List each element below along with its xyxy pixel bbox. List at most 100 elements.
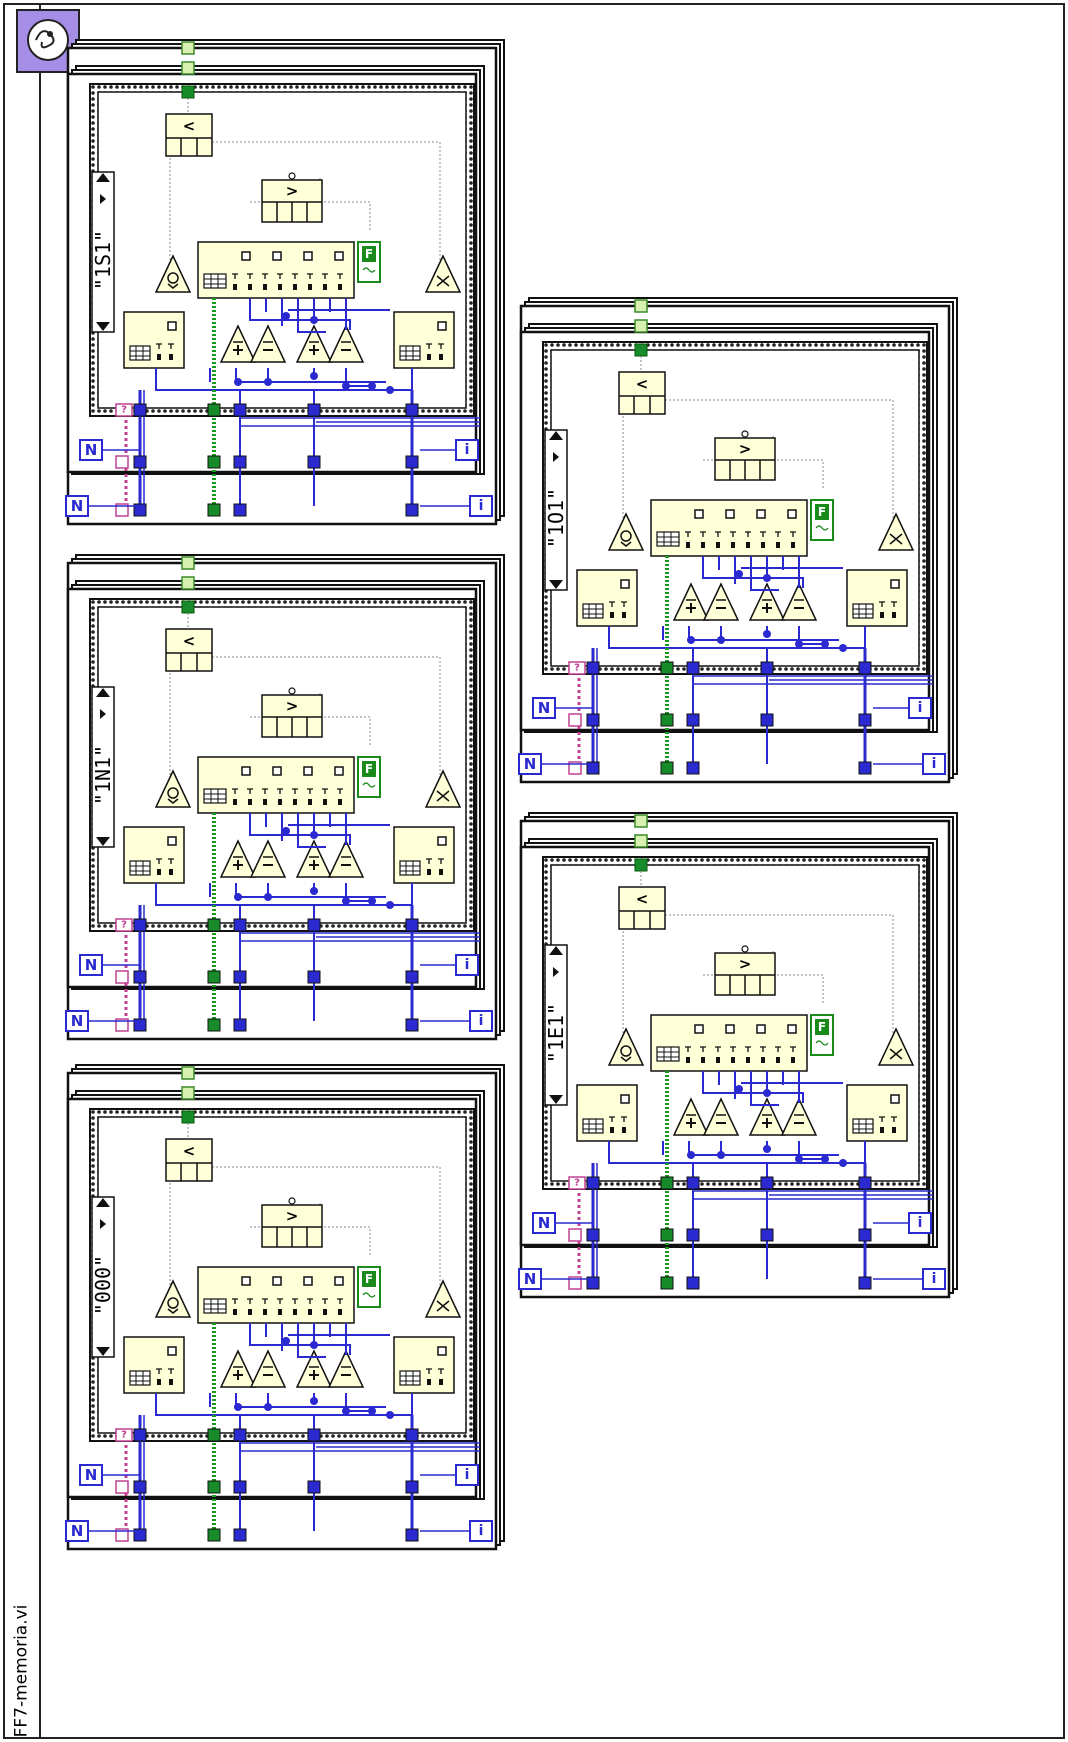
loop-count-inner[interactable]: N bbox=[79, 1464, 103, 1486]
math-node-3[interactable] bbox=[748, 1097, 786, 1136]
triangle-node-left[interactable] bbox=[154, 769, 192, 808]
math-node-3[interactable] bbox=[295, 839, 333, 878]
selector-up-arrow[interactable] bbox=[549, 946, 563, 955]
case-selector-label[interactable]: "000" bbox=[86, 1225, 120, 1345]
math-node-1[interactable] bbox=[219, 324, 257, 363]
less-than-node[interactable]: < bbox=[165, 1138, 213, 1182]
loop-index-inner[interactable]: i bbox=[908, 1212, 932, 1234]
false-constant[interactable]: F bbox=[810, 499, 834, 541]
math-node-1[interactable] bbox=[219, 839, 257, 878]
selector-up-arrow[interactable] bbox=[96, 688, 110, 697]
false-constant[interactable]: F bbox=[810, 1014, 834, 1056]
math-node-2[interactable] bbox=[249, 839, 287, 878]
loop-index-outer[interactable]: i bbox=[469, 1520, 493, 1542]
selector-up-arrow[interactable] bbox=[96, 1198, 110, 1207]
triangle-node-right[interactable] bbox=[877, 512, 915, 551]
triangle-node-right[interactable] bbox=[424, 769, 462, 808]
selector-down-arrow[interactable] bbox=[96, 322, 110, 331]
loop-count-inner[interactable]: N bbox=[79, 439, 103, 461]
math-node-2[interactable] bbox=[249, 1349, 287, 1388]
case-selector[interactable] bbox=[544, 429, 568, 591]
array-build-node[interactable] bbox=[650, 499, 808, 557]
triangle-node-left[interactable] bbox=[154, 254, 192, 293]
greater-than-node[interactable]: > bbox=[261, 1197, 323, 1248]
loop-index-inner[interactable]: i bbox=[455, 439, 479, 461]
triangle-node-left[interactable] bbox=[607, 512, 645, 551]
array-build-node[interactable] bbox=[197, 241, 355, 299]
loop-count-inner[interactable]: N bbox=[79, 954, 103, 976]
loop-index-outer[interactable]: i bbox=[469, 495, 493, 517]
selector-up-arrow[interactable] bbox=[96, 173, 110, 182]
loop-count-outer[interactable]: N bbox=[65, 495, 89, 517]
math-node-2[interactable] bbox=[249, 324, 287, 363]
loop-index-inner[interactable]: i bbox=[455, 1464, 479, 1486]
triangle-node-right[interactable] bbox=[424, 1279, 462, 1318]
triangle-node-left[interactable] bbox=[154, 1279, 192, 1318]
math-node-1[interactable] bbox=[672, 582, 710, 621]
less-than-node[interactable]: < bbox=[165, 628, 213, 672]
loop-index-outer[interactable]: i bbox=[922, 1268, 946, 1290]
less-than-node[interactable]: < bbox=[165, 113, 213, 157]
math-node-1[interactable] bbox=[219, 1349, 257, 1388]
math-node-2[interactable] bbox=[702, 582, 740, 621]
array-build-node[interactable] bbox=[197, 1266, 355, 1324]
greater-than-node[interactable]: > bbox=[261, 172, 323, 223]
loop-index-outer[interactable]: i bbox=[469, 1010, 493, 1032]
sub-node-left[interactable] bbox=[576, 1084, 638, 1142]
loop-count-outer[interactable]: N bbox=[65, 1520, 89, 1542]
selector-down-arrow[interactable] bbox=[96, 837, 110, 846]
math-node-4[interactable] bbox=[327, 1349, 365, 1388]
math-node-2[interactable] bbox=[702, 1097, 740, 1136]
loop-index-inner[interactable]: i bbox=[455, 954, 479, 976]
selector-down-arrow[interactable] bbox=[549, 1095, 563, 1104]
false-constant[interactable]: F bbox=[357, 756, 381, 798]
case-select-terminal[interactable]: ? bbox=[568, 1176, 586, 1190]
greater-than-node[interactable]: > bbox=[261, 687, 323, 738]
math-node-4[interactable] bbox=[780, 1097, 818, 1136]
case-selector[interactable] bbox=[91, 686, 115, 848]
case-select-terminal[interactable]: ? bbox=[568, 661, 586, 675]
math-node-3[interactable] bbox=[295, 324, 333, 363]
false-constant[interactable]: F bbox=[357, 241, 381, 283]
sub-node-left[interactable] bbox=[123, 826, 185, 884]
selector-down-arrow[interactable] bbox=[96, 1347, 110, 1356]
sub-node-right[interactable] bbox=[846, 1084, 908, 1142]
selector-down-arrow[interactable] bbox=[549, 580, 563, 589]
sub-node-right[interactable] bbox=[846, 569, 908, 627]
math-node-3[interactable] bbox=[295, 1349, 333, 1388]
triangle-node-right[interactable] bbox=[424, 254, 462, 293]
less-than-node[interactable]: < bbox=[618, 371, 666, 415]
sub-node-right[interactable] bbox=[393, 1336, 455, 1394]
loop-count-inner[interactable]: N bbox=[532, 1212, 556, 1234]
false-constant[interactable]: F bbox=[357, 1266, 381, 1308]
selector-up-arrow[interactable] bbox=[549, 431, 563, 440]
case-selector-label[interactable]: "1N1" bbox=[86, 715, 120, 835]
case-select-terminal[interactable]: ? bbox=[115, 1428, 133, 1442]
case-select-terminal[interactable]: ? bbox=[115, 918, 133, 932]
triangle-node-left[interactable] bbox=[607, 1027, 645, 1066]
math-node-4[interactable] bbox=[780, 582, 818, 621]
sub-node-left[interactable] bbox=[123, 311, 185, 369]
case-selector[interactable] bbox=[544, 944, 568, 1106]
math-node-4[interactable] bbox=[327, 324, 365, 363]
loop-count-outer[interactable]: N bbox=[518, 1268, 542, 1290]
math-node-4[interactable] bbox=[327, 839, 365, 878]
loop-index-inner[interactable]: i bbox=[908, 697, 932, 719]
less-than-node[interactable]: < bbox=[618, 886, 666, 930]
array-build-node[interactable] bbox=[650, 1014, 808, 1072]
loop-count-outer[interactable]: N bbox=[518, 753, 542, 775]
sub-node-left[interactable] bbox=[123, 1336, 185, 1394]
greater-than-node[interactable]: > bbox=[714, 430, 776, 481]
sub-node-right[interactable] bbox=[393, 311, 455, 369]
loop-count-inner[interactable]: N bbox=[532, 697, 556, 719]
triangle-node-right[interactable] bbox=[877, 1027, 915, 1066]
greater-than-node[interactable]: > bbox=[714, 945, 776, 996]
math-node-3[interactable] bbox=[748, 582, 786, 621]
math-node-1[interactable] bbox=[672, 1097, 710, 1136]
sub-node-left[interactable] bbox=[576, 569, 638, 627]
case-selector-label[interactable]: "1E1" bbox=[539, 973, 573, 1093]
loop-count-outer[interactable]: N bbox=[65, 1010, 89, 1032]
array-build-node[interactable] bbox=[197, 756, 355, 814]
case-selector[interactable] bbox=[91, 1196, 115, 1358]
case-selector-label[interactable]: "1O1" bbox=[539, 458, 573, 578]
